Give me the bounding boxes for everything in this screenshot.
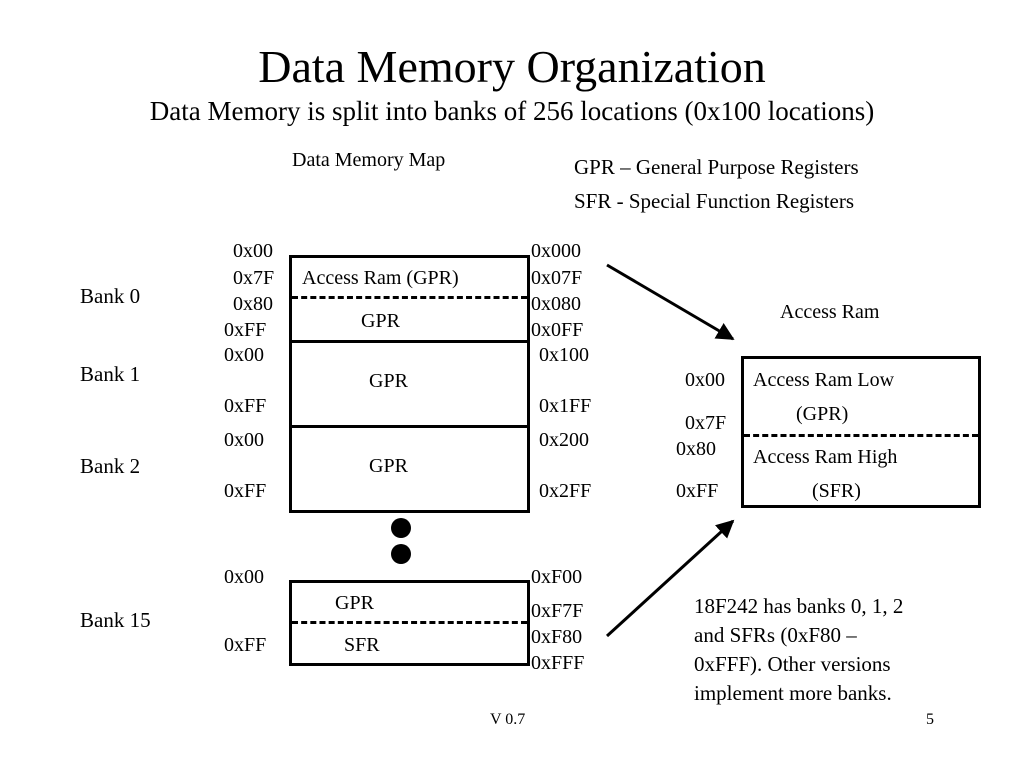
bank-0-right-addr: 0x000: [531, 240, 581, 262]
access-ram-high-label: Access Ram High: [753, 446, 898, 468]
access-ram-addr: 0x80: [676, 438, 716, 460]
memory-map-title: Data Memory Map: [292, 149, 446, 171]
bank-1-label: Bank 1: [80, 362, 141, 386]
bank-15-sfr-label: SFR: [344, 634, 380, 656]
bank-0-left-addr: 0x80: [233, 293, 273, 315]
bank-15-left-addr: 0xFF: [224, 634, 267, 656]
access-ram-low-sub: (GPR): [796, 403, 849, 425]
bank-1-left-addr: 0xFF: [224, 395, 267, 417]
bank-15-right-addr: 0xF00: [531, 566, 583, 588]
access-ram-divider: [744, 434, 978, 437]
bank-0-left-addr: 0x00: [233, 240, 273, 262]
note-line: and SFRs (0xF80 –: [694, 623, 857, 647]
bank-15-right-addr: 0xF7F: [531, 600, 584, 622]
bank-1-gpr-label: GPR: [369, 370, 408, 392]
bank-2-label: Bank 2: [80, 454, 141, 478]
bank-15-label: Bank 15: [80, 608, 151, 632]
bank-2-left-addr: 0x00: [224, 429, 264, 451]
bank-0-access-ram-label: Access Ram (GPR): [302, 267, 459, 289]
bank-2-left-addr: 0xFF: [224, 480, 267, 502]
bank-15-gpr-label: GPR: [335, 592, 374, 614]
bank-2-right-addr: 0x200: [539, 429, 589, 451]
bank-0-right-addr: 0x07F: [531, 267, 583, 289]
bank-1-left-addr: 0x00: [224, 344, 264, 366]
bank-1-right-addr: 0x100: [539, 344, 589, 366]
bank-0-left-addr: 0x7F: [233, 267, 275, 289]
access-ram-box: [741, 356, 981, 508]
note-line: 0xFFF). Other versions: [694, 652, 891, 676]
ellipsis-dot: [391, 518, 411, 538]
ellipsis-dot: [391, 544, 411, 564]
access-ram-addr: 0x7F: [685, 412, 727, 434]
bank-15-gpr-sfr-divider: [292, 621, 527, 624]
slide-title: Data Memory Organization: [258, 41, 766, 92]
access-ram-addr: 0xFF: [676, 480, 719, 502]
bank-2-gpr-label: GPR: [369, 455, 408, 477]
access-ram-title: Access Ram: [780, 301, 880, 323]
footer-version: V 0.7: [490, 711, 526, 728]
legend-gpr: GPR – General Purpose Registers: [574, 155, 859, 179]
bank-15-right-addr: 0xF80: [531, 626, 583, 648]
bank-1-2-divider: [292, 425, 527, 428]
note-text: 18F242 has banks 0, 1, 2 and SFRs (0xF80…: [694, 592, 903, 708]
bank-2-right-addr: 0x2FF: [539, 480, 592, 502]
bank-0-left-addr: 0xFF: [224, 319, 267, 341]
bank-0-right-addr: 0x080: [531, 293, 581, 315]
arrow-bank0-to-access-ram: [606, 263, 735, 341]
bank-0-gpr-label: GPR: [361, 310, 400, 332]
memory-map-box: [289, 255, 530, 513]
bank-0-right-addr: 0x0FF: [531, 319, 584, 341]
note-line: 18F242 has banks 0, 1, 2: [694, 594, 904, 618]
access-ram-high-sub: (SFR): [812, 480, 861, 502]
slide-subtitle: Data Memory is split into banks of 256 l…: [149, 96, 875, 126]
note-line: implement more banks.: [694, 681, 892, 705]
bank-15-box: [289, 580, 530, 666]
bank-0-label: Bank 0: [80, 284, 141, 308]
footer-page-number: 5: [926, 711, 934, 728]
bank-15-right-addr: 0xFFF: [531, 652, 585, 674]
access-ram-low-label: Access Ram Low: [753, 369, 895, 391]
bank-15-left-addr: 0x00: [224, 566, 264, 588]
bank-0-1-divider: [292, 340, 527, 343]
legend-sfr: SFR - Special Function Registers: [574, 189, 854, 213]
bank-0-access-divider: [292, 296, 527, 299]
access-ram-addr: 0x00: [685, 369, 725, 391]
arrow-bank15-to-access-ram: [605, 519, 735, 638]
bank-1-right-addr: 0x1FF: [539, 395, 592, 417]
